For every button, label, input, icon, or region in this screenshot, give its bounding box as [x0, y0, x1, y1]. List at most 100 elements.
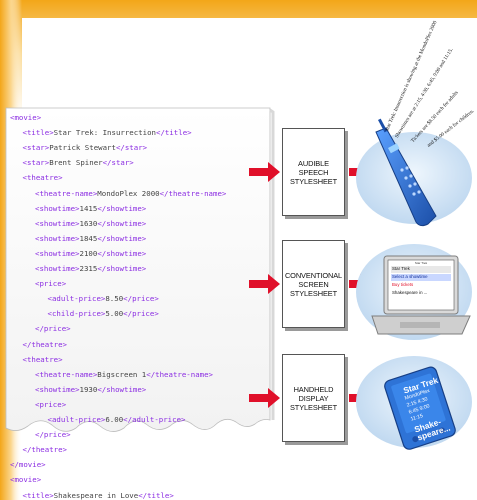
code-line: <showtime>1930</showtime>: [35, 382, 146, 397]
code-sheet-shadow: [269, 108, 275, 420]
xml-tag: <theatre>: [22, 173, 63, 183]
handheld-display-stylesheet-box: HANDHELD DISPLAY STYLESHEET: [282, 354, 345, 442]
code-line: <showtime>2315</showtime>: [35, 261, 146, 276]
code-line: <showtime>1630</showtime>: [35, 216, 146, 231]
screen-menu-item: Star Trek: [391, 266, 451, 273]
arrow-to-screen: [249, 274, 280, 294]
xml-tag: </theatre-name>: [146, 369, 213, 379]
xml-tag: <star>: [22, 158, 50, 168]
xml-text: Shakespeare in Love: [53, 490, 139, 500]
stylesheet-label: SPEECH: [298, 167, 329, 177]
screen-menu-item: Buy tickets: [392, 282, 414, 287]
xml-tag: </movie>: [10, 460, 46, 470]
code-line: </movie>: [10, 457, 46, 472]
xml-tag: <adult-price>: [47, 415, 106, 424]
code-line: <theatre-name>Bigscreen 1</theatre-name>: [35, 367, 213, 382]
xml-tag: </theatre-name>: [159, 188, 227, 198]
xml-tag: <showtime>: [35, 233, 80, 243]
xml-tag: </showtime>: [97, 384, 147, 394]
screen-menu-item: Shakespeare in ...: [392, 290, 428, 295]
xml-tag: <title>: [22, 490, 54, 500]
xml-tag: <movie>: [10, 475, 42, 485]
code-line: <theatre>: [23, 170, 63, 185]
xml-tag: <theatre-name>: [35, 188, 98, 198]
xml-text: Star Trek: Insurrection: [53, 128, 156, 138]
code-line: <star>Patrick Stewart</star>: [23, 140, 148, 155]
xml-tag: </showtime>: [97, 233, 147, 243]
xml-text: 1630: [79, 218, 98, 228]
stylesheet-label: SCREEN: [298, 279, 329, 289]
xml-tag: <movie>: [10, 113, 42, 122]
xml-tag: <star>: [22, 143, 50, 153]
xml-tag: </showtime>: [97, 203, 147, 213]
xml-tag: <price>: [35, 279, 67, 289]
xml-text: MondoPlex 2000: [97, 188, 160, 198]
xml-text: 1930: [79, 384, 98, 394]
xml-text: 5.00: [105, 309, 124, 319]
code-line: <theatre>: [23, 352, 63, 367]
xml-tag: <theatre-name>: [35, 369, 98, 379]
code-line: <showtime>1845</showtime>: [35, 231, 146, 246]
xml-text: 6.00: [105, 415, 124, 424]
xml-text: 8.50: [105, 294, 124, 304]
code-line: <movie>: [10, 472, 41, 487]
xml-tag: <adult-price>: [47, 294, 106, 304]
code-line: <title>Shakespeare in Love</title>: [23, 488, 174, 500]
code-line: <adult-price>6.00</adult-price>: [48, 412, 186, 427]
xml-code-listing: <movie><title>Star Trek: Insurrection</t…: [6, 110, 268, 500]
xml-tag: </showtime>: [97, 248, 147, 258]
xml-tag: <showtime>: [35, 218, 80, 228]
stylesheet-label: STYLESHEET: [289, 176, 338, 186]
code-line: </theatre>: [23, 337, 68, 352]
code-line: <showtime>1415</showtime>: [35, 201, 146, 216]
xml-tag: </price>: [123, 294, 159, 304]
audible-speech-stylesheet-box: AUDIBLE SPEECH STYLESHEET: [282, 128, 345, 216]
xml-tag: </theatre>: [22, 445, 68, 455]
arrow-to-handheld: [249, 388, 280, 408]
xml-tag: <showtime>: [35, 384, 80, 394]
stylesheet-label: HANDHELD: [293, 384, 334, 394]
xml-text: 2315: [79, 264, 98, 273]
stylesheet-label: STYLESHEET: [289, 288, 338, 298]
code-line: </price>: [35, 427, 71, 442]
phone-icon: [375, 118, 437, 227]
xml-tag: </showtime>: [97, 218, 147, 228]
xml-text: Patrick Stewart: [49, 143, 116, 153]
conventional-screen-stylesheet-box: CONVENTIONAL SCREEN STYLESHEET: [282, 240, 345, 328]
xml-text: 2100: [79, 248, 98, 258]
xml-text: Bigscreen 1: [97, 369, 147, 379]
xml-tag: <showtime>: [35, 248, 80, 258]
xml-tag: <theatre>: [22, 354, 63, 364]
xml-tag: </price>: [123, 309, 159, 319]
handheld-icon: [384, 366, 456, 450]
xml-text: 1845: [79, 233, 98, 243]
xml-tag: <price>: [35, 399, 67, 409]
xml-tag: </title>: [156, 128, 192, 138]
screen-title-bar: Star Trek: [414, 261, 428, 265]
code-sheet-paper: [5, 107, 271, 432]
stylesheet-label: STYLESHEET: [289, 402, 338, 412]
arrow-to-audible: [249, 162, 280, 182]
screen-menu-item: Select a showtime: [391, 274, 451, 281]
code-line: <price>: [35, 397, 66, 412]
code-line: </theatre>: [23, 442, 68, 457]
code-line: <title>Star Trek: Insurrection</title>: [23, 125, 192, 140]
xml-tag: </star>: [115, 143, 148, 153]
xml-tag: </price>: [35, 430, 71, 440]
code-line: <adult-price>8.50</price>: [48, 291, 159, 306]
xml-tag: </star>: [102, 158, 134, 168]
xml-text: Brent Spiner: [49, 158, 103, 168]
xml-tag: </title>: [138, 490, 174, 500]
stylesheet-label: AUDIBLE: [298, 158, 329, 168]
stylesheet-label: DISPLAY: [298, 393, 329, 403]
code-line: <movie>: [10, 110, 41, 125]
xml-tag: </price>: [35, 324, 71, 334]
xml-tag: <showtime>: [35, 203, 80, 213]
xml-tag: </showtime>: [97, 264, 147, 273]
xml-tag: </adult-price>: [123, 415, 186, 424]
code-line: <theatre-name>MondoPlex 2000</theatre-na…: [35, 186, 226, 201]
code-line: <price>: [35, 276, 66, 291]
xml-tag: <child-price>: [47, 309, 106, 319]
